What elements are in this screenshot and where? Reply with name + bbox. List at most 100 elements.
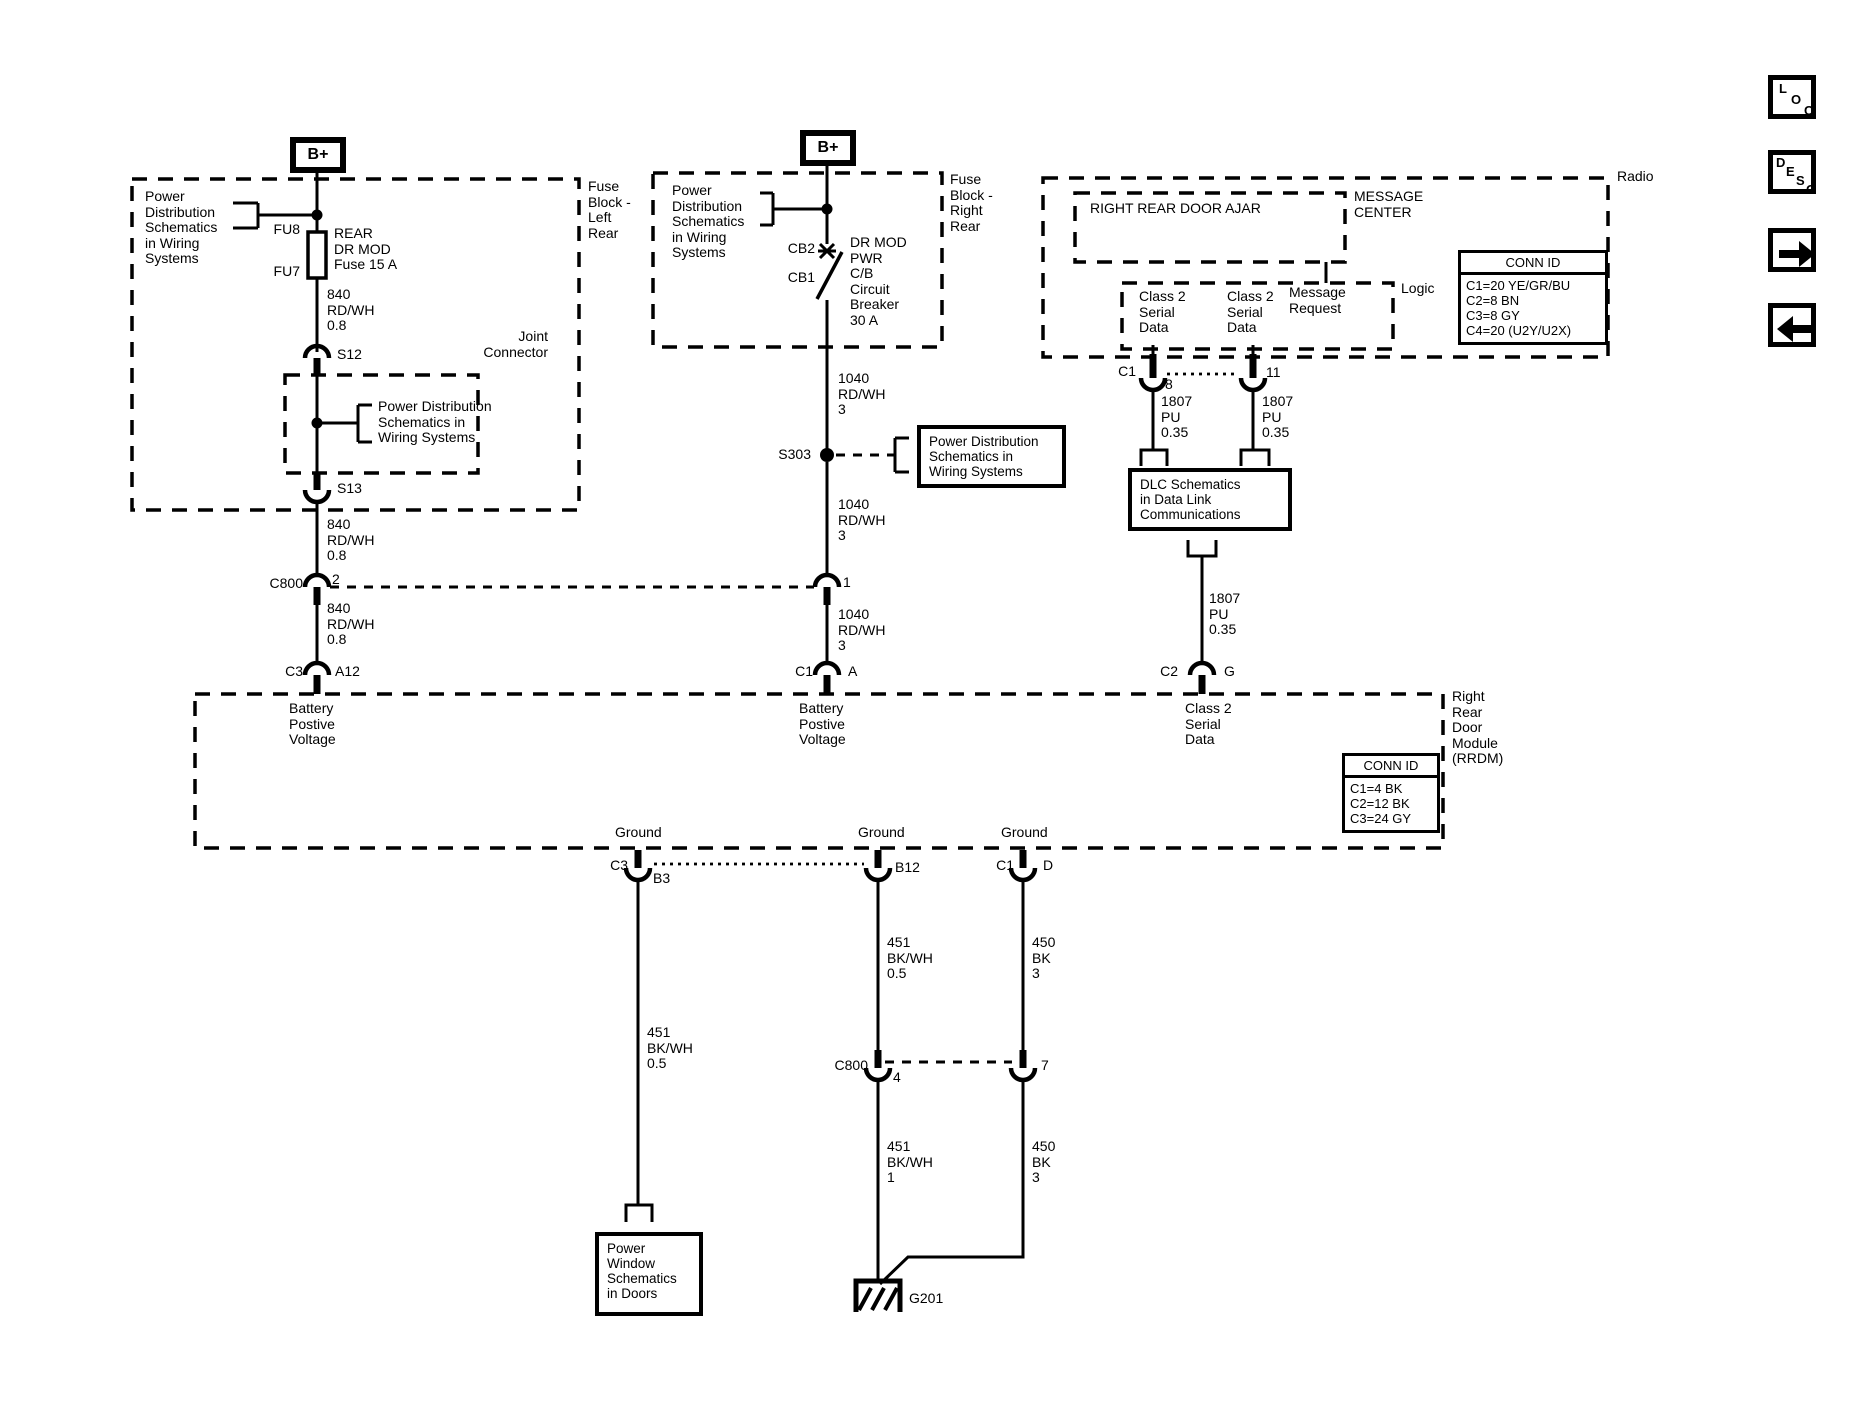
wire-450-label-top: 450 BK 3 bbox=[1032, 934, 1056, 981]
b-plus-label: B+ bbox=[817, 139, 839, 156]
wire-1040-label-3: 1040 RD/WH 3 bbox=[838, 606, 886, 653]
cb1-label: CB1 bbox=[787, 269, 815, 285]
message-request-label: Message Request bbox=[1289, 284, 1346, 316]
conn-id-title: CONN ID bbox=[1345, 756, 1437, 778]
s12-label: S12 bbox=[337, 346, 362, 362]
connector-pin11 bbox=[1238, 354, 1268, 393]
desc-button[interactable]: D E S C bbox=[1768, 150, 1816, 197]
reference-brackets bbox=[233, 191, 1328, 1222]
connector-c800-pin1 bbox=[812, 572, 842, 605]
fuse-block-left-box bbox=[130, 177, 581, 512]
wire-1807-label-1: 1807 PU 0.35 bbox=[1161, 393, 1193, 440]
junction-dot bbox=[311, 417, 323, 429]
wire-840-label-2: 840 RD/WH 0.8 bbox=[327, 516, 375, 563]
loc-letter: O bbox=[1791, 92, 1802, 107]
loc-letter: C bbox=[1804, 103, 1814, 118]
breaker-name-label: DR MOD PWR C/B Circuit Breaker 30 A bbox=[850, 234, 907, 328]
wire-1040-label-2: 1040 RD/WH 3 bbox=[838, 496, 886, 543]
circuit-breaker-symbol bbox=[815, 242, 844, 300]
next-arrow-button[interactable] bbox=[1768, 228, 1816, 272]
conn-id-table-rrdm: CONN ID C1=4 BK C2=12 BK C3=24 GY bbox=[1342, 753, 1440, 833]
c800-pin4-label: 4 bbox=[893, 1069, 901, 1085]
desc-letter: D bbox=[1776, 155, 1786, 170]
fu8-label: FU8 bbox=[273, 221, 300, 237]
c3-label: C3 bbox=[285, 663, 303, 679]
connector-c800-pin7 bbox=[1008, 1050, 1038, 1083]
connector-c1-d bbox=[1008, 850, 1038, 883]
c800-label-bottom: C800 bbox=[834, 1057, 868, 1073]
loc-letter: L bbox=[1779, 81, 1787, 96]
door-ajar-text: RIGHT REAR DOOR AJAR bbox=[1090, 200, 1261, 216]
wire-840-label-3: 840 RD/WH 0.8 bbox=[327, 600, 375, 647]
battery-voltage-label-left: Battery Postive Voltage bbox=[289, 700, 336, 747]
c2-label: C2 bbox=[1160, 663, 1178, 679]
fuse-block-right-label: Fuse Block - Right Rear bbox=[950, 171, 993, 234]
joint-connector-box bbox=[283, 373, 480, 475]
conn-id-table-radio: CONN ID C1=20 YE/GR/BU C2=8 BN C3=8 GY C… bbox=[1458, 250, 1608, 345]
junction-dot bbox=[311, 209, 323, 221]
joint-connector-label: Joint Connector bbox=[483, 328, 548, 360]
pin-8-label: 8 bbox=[1165, 376, 1173, 392]
s303-label: S303 bbox=[778, 446, 811, 462]
conn-id-rows: C1=4 BK C2=12 BK C3=24 GY bbox=[1350, 781, 1412, 826]
wire-1807-label-2: 1807 PU 0.35 bbox=[1262, 393, 1294, 440]
b12-pin-label: B12 bbox=[895, 859, 920, 875]
power-dist-ref-joint: Power Distribution Schematics in Wiring … bbox=[378, 398, 492, 445]
b-plus-terminal-middle: B+ bbox=[800, 130, 856, 166]
class2-serial-data-label-2: Class 2 Serial Data bbox=[1227, 288, 1274, 335]
connector-s13 bbox=[302, 472, 332, 505]
rrdm-box bbox=[193, 692, 1445, 850]
c1-label-middle: C1 bbox=[795, 663, 813, 679]
power-dist-ref-left: Power Distribution Schematics in Wiring … bbox=[145, 188, 218, 266]
desc-letter: C bbox=[1806, 182, 1816, 197]
right-arrow-icon bbox=[1779, 241, 1815, 267]
fuse-symbol bbox=[306, 230, 328, 280]
connector-c3-b3 bbox=[623, 850, 653, 883]
ground-symbol-g201 bbox=[853, 1278, 903, 1312]
rrdm-name-label: Right Rear Door Module (RRDM) bbox=[1452, 688, 1504, 766]
pin-11-label: 11 bbox=[1266, 364, 1281, 380]
connector-c1-a bbox=[812, 660, 842, 694]
wire-451-label-mid: 451 BK/WH 0.5 bbox=[887, 934, 933, 981]
previous-arrow-button[interactable] bbox=[1768, 303, 1816, 347]
desc-letter: S bbox=[1796, 173, 1805, 188]
c3-label-ground: C3 bbox=[610, 857, 628, 873]
splice-s303-dot bbox=[820, 448, 834, 462]
wire-840-label-1: 840 RD/WH 0.8 bbox=[327, 286, 375, 333]
radio-box bbox=[1041, 176, 1610, 359]
wire-1807-label-3: 1807 PU 0.35 bbox=[1209, 590, 1241, 637]
fuse-block-left-label: Fuse Block - Left Rear bbox=[588, 178, 631, 241]
s13-label: S13 bbox=[337, 480, 362, 496]
c3-pin-a12-label: A12 bbox=[335, 663, 360, 679]
connector-c800-pin4 bbox=[863, 1050, 893, 1083]
conn-id-rows: C1=20 YE/GR/BU C2=8 BN C3=8 GY C4=20 (U2… bbox=[1466, 278, 1572, 338]
power-window-ref-box: Power Window Schematics in Doors bbox=[595, 1232, 703, 1316]
c2-pin-g-label: G bbox=[1224, 663, 1235, 679]
junction-dot bbox=[821, 203, 833, 215]
radio-label: Radio bbox=[1617, 168, 1654, 184]
fuse-block-right-box bbox=[651, 171, 944, 349]
wire-1040-label-1: 1040 RD/WH 3 bbox=[838, 370, 886, 417]
g201-label: G201 bbox=[909, 1290, 944, 1306]
b-plus-label: B+ bbox=[307, 146, 329, 163]
left-arrow-icon bbox=[1777, 316, 1813, 342]
logic-label: Logic bbox=[1401, 280, 1435, 296]
loc-button[interactable]: L O C bbox=[1768, 75, 1816, 119]
c1-label-radio: C1 bbox=[1118, 363, 1136, 379]
c800-pin7-label: 7 bbox=[1041, 1057, 1049, 1073]
connector-c2-g bbox=[1187, 660, 1217, 694]
connector-s12 bbox=[302, 343, 332, 376]
c800-pin1-label: 1 bbox=[843, 574, 851, 590]
c1-pin-a-label: A bbox=[848, 663, 858, 679]
connector-c3-a12 bbox=[302, 660, 332, 694]
b3-pin-label: B3 bbox=[653, 870, 671, 886]
wire-451-label-bottom: 451 BK/WH 1 bbox=[887, 1138, 933, 1185]
connector-c800-pin2 bbox=[302, 572, 332, 605]
c800-pin2-label: 2 bbox=[332, 571, 340, 587]
connector-c1-pin8 bbox=[1138, 354, 1168, 393]
class2-serial-data-label-1: Class 2 Serial Data bbox=[1139, 288, 1186, 335]
ground-function-label-1: Ground bbox=[615, 824, 662, 840]
message-center-label: MESSAGE CENTER bbox=[1354, 188, 1424, 220]
